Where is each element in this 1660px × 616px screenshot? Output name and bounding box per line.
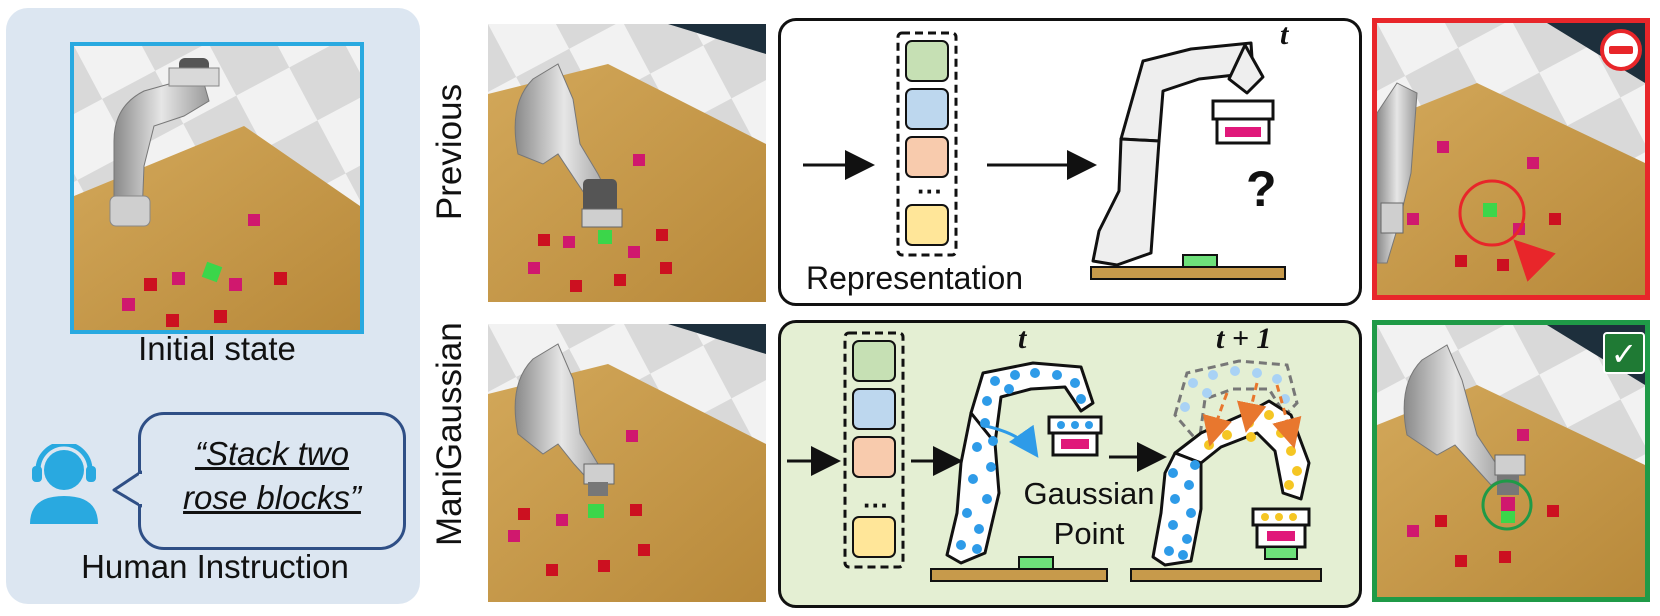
gaussian-point-label-line1: Gaussian xyxy=(1023,476,1155,511)
previous-result-image xyxy=(1372,18,1650,300)
row-label-previous: Previous xyxy=(430,83,469,221)
mani-representation-stack xyxy=(843,331,905,569)
instruction-quote-line2: rose blocks” xyxy=(183,479,361,516)
instruction-quote-line1: “Stack two xyxy=(194,435,350,472)
cube-cluster xyxy=(122,214,287,327)
minus-circle-icon xyxy=(1599,28,1643,72)
check-mark: ✓ xyxy=(1610,335,1638,373)
manigaussian-scene-image xyxy=(488,324,766,602)
row-label-manigaussian: ManiGaussian xyxy=(430,322,469,546)
user-headset-icon xyxy=(22,441,106,524)
initial-state-image xyxy=(70,42,364,334)
human-instruction-caption: Human Instruction xyxy=(81,548,349,585)
previous-ellipsis: ··· xyxy=(917,176,943,206)
initial-state-caption: Initial state xyxy=(138,330,296,367)
manigaussian-time-label: t xyxy=(1018,322,1027,355)
speech-bubble-tail xyxy=(112,470,145,510)
gaussian-arm-t xyxy=(945,361,1103,565)
robot-arm-graphic xyxy=(109,58,220,227)
gaussian-point-label-line2: Point xyxy=(1053,516,1125,551)
unknown-question-mark: ? xyxy=(1246,161,1277,217)
manigaussian-result-image xyxy=(1372,320,1650,602)
previous-pipeline-panel xyxy=(778,18,1362,306)
representation-label: Representation xyxy=(806,260,1024,296)
manigaussian-next-time-label: t + 1 xyxy=(1216,322,1272,355)
manigaussian-ellipsis: ··· xyxy=(863,490,889,520)
previous-scene-image xyxy=(488,24,766,302)
robot-arm-outline xyxy=(1091,41,1275,267)
previous-time-label: t xyxy=(1280,18,1289,51)
check-icon: ✓ xyxy=(1603,332,1645,374)
gaussian-arm-t-plus-1 xyxy=(1151,359,1311,567)
manigaussian-pipeline-panel xyxy=(778,320,1362,608)
representation-stack xyxy=(896,31,958,257)
